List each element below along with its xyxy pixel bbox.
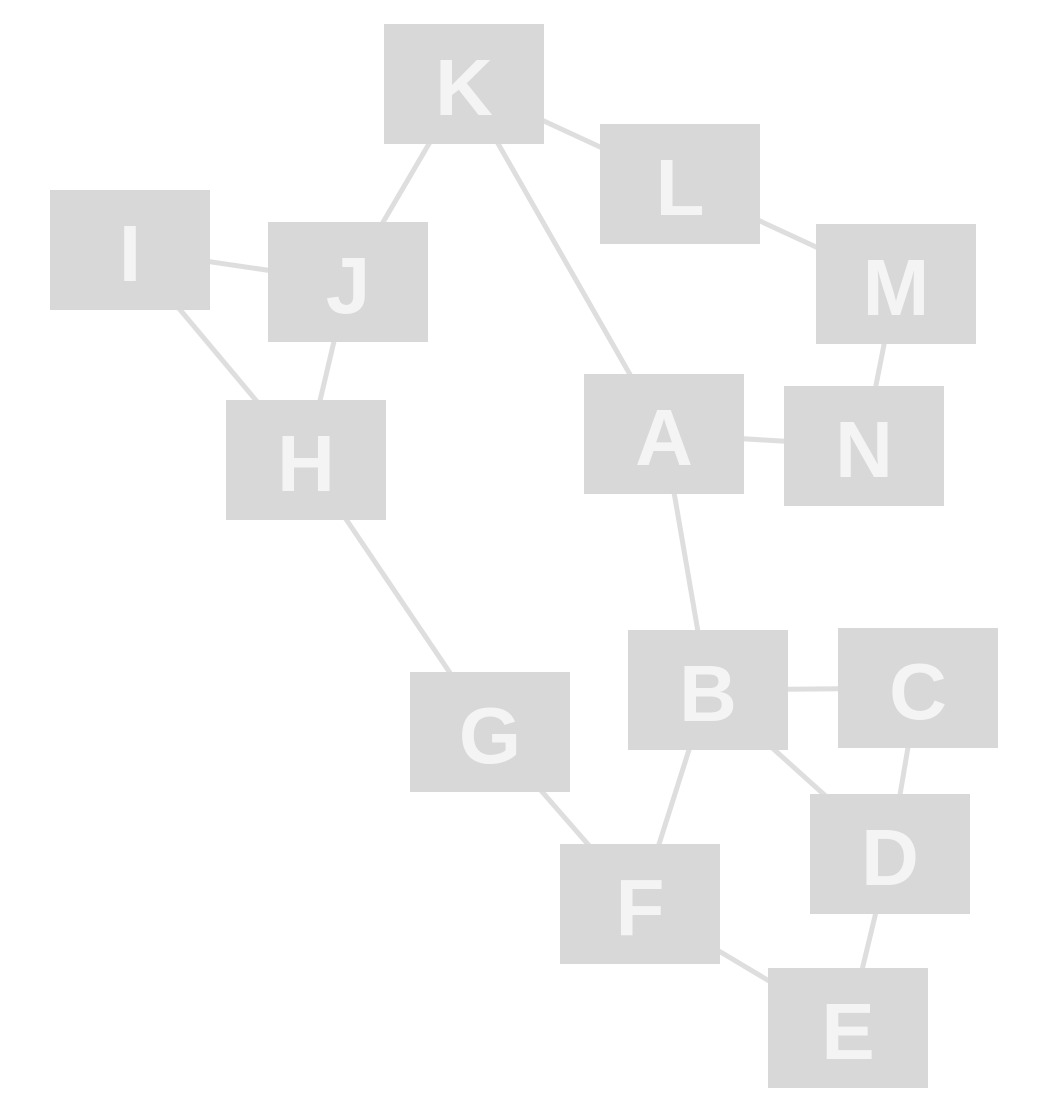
node-M: M	[816, 224, 976, 344]
node-K: K	[384, 24, 544, 144]
node-B: B	[628, 630, 788, 750]
node-label-F: F	[615, 863, 665, 952]
node-H: H	[226, 400, 386, 520]
node-label-E: E	[821, 987, 875, 1076]
node-label-G: G	[458, 691, 522, 780]
node-F: F	[560, 844, 720, 964]
node-L: L	[600, 124, 760, 244]
node-label-I: I	[118, 209, 142, 298]
node-label-B: B	[679, 649, 737, 738]
node-I: I	[50, 190, 210, 310]
node-E: E	[768, 968, 928, 1088]
node-label-M: M	[862, 243, 930, 332]
node-label-J: J	[325, 241, 371, 330]
node-N: N	[784, 386, 944, 506]
node-label-D: D	[861, 813, 919, 902]
node-label-N: N	[835, 405, 893, 494]
node-label-K: K	[435, 43, 493, 132]
node-A: A	[584, 374, 744, 494]
node-D: D	[810, 794, 970, 914]
node-label-L: L	[655, 143, 705, 232]
node-C: C	[838, 628, 998, 748]
node-G: G	[410, 672, 570, 792]
node-label-H: H	[277, 419, 335, 508]
node-label-C: C	[889, 647, 947, 736]
node-label-A: A	[635, 393, 693, 482]
node-J: J	[268, 222, 428, 342]
